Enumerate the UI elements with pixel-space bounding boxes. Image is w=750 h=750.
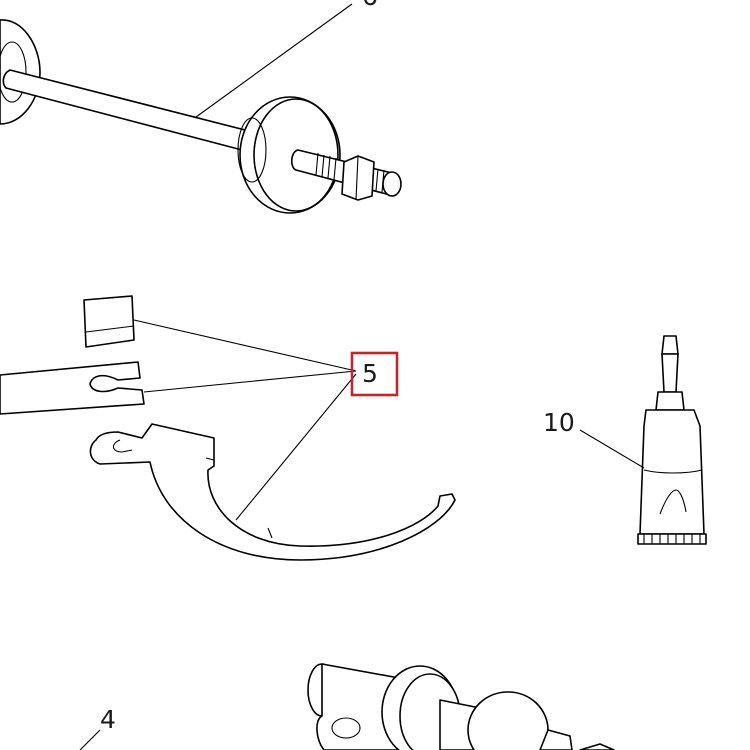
- callout-5-leaders: [133, 319, 357, 521]
- callout-4-label: 4: [100, 705, 116, 734]
- sealant-tube: [637, 335, 707, 545]
- callout-4-leader: [79, 729, 101, 750]
- puller-assembly: [0, 19, 402, 214]
- callout-6-leader: [195, 3, 353, 118]
- callout-5-label: 5: [362, 359, 378, 388]
- callout-5-highlight-box: [350, 351, 399, 397]
- callout-6-label: 6: [362, 0, 378, 11]
- bearing-tool-assembly: [307, 663, 615, 750]
- callout-10-leader: [579, 429, 645, 469]
- tool-set: [0, 295, 456, 561]
- callout-10-label: 10: [543, 408, 575, 437]
